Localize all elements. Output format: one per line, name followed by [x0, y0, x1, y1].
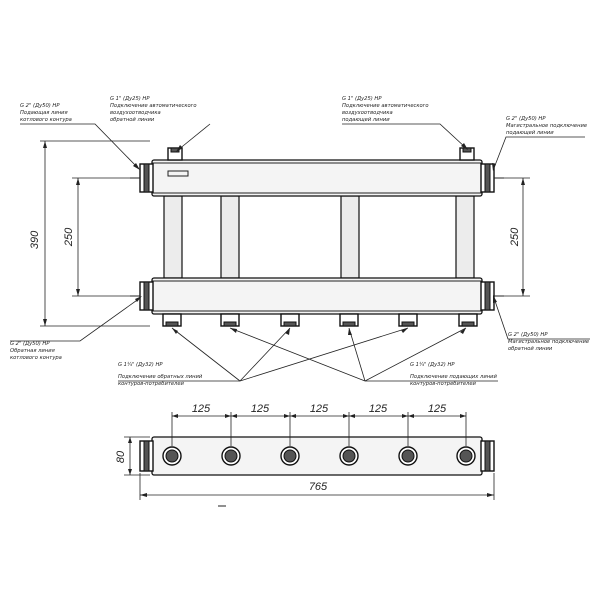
svg-text:Подключение подающих линий: Подключение подающих линий [410, 374, 497, 380]
callout-bottom-left-return: G 2" (Ду50) НР Обратная линия котлового … [10, 296, 142, 361]
lower-outlets [162, 313, 478, 327]
svg-text:контуров-потребителей: контуров-потребителей [410, 381, 477, 387]
svg-text:G 1¼" (Ду32) НР: G 1¼" (Ду32) НР [118, 362, 163, 368]
dim-depth-80: 80 [115, 450, 127, 463]
callout-bottom-right-return: G 2" (Ду50) НР Магистральное подключение… [493, 295, 590, 352]
dim-axis-250-right: 250 [509, 227, 521, 247]
callout-top-right-air: G 1" (Ду25) НР Подключение автоматическо… [342, 96, 468, 150]
dim-pitch-5: 125 [428, 403, 447, 415]
dim-pitch-1: 125 [192, 403, 211, 415]
svg-text:котлового контура: котлового контура [20, 117, 72, 123]
svg-text:Магистральное подключение: Магистральное подключение [506, 123, 587, 129]
svg-text:G 2" (Ду50) НР: G 2" (Ду50) НР [508, 332, 548, 338]
svg-text:Подключение автоматического: Подключение автоматического [110, 103, 197, 109]
front-dimensions: 390 250 250 [29, 140, 530, 327]
svg-text:G 2" (Ду50) НР: G 2" (Ду50) НР [20, 103, 60, 109]
svg-text:воздухоотводчика: воздухоотводчика [342, 110, 393, 116]
svg-text:G 2" (Ду50) НР: G 2" (Ду50) НР [506, 116, 546, 122]
dim-pitch-3: 125 [310, 403, 329, 415]
svg-text:Обратная линия: Обратная линия [10, 348, 55, 354]
dim-height-390: 390 [29, 230, 41, 249]
dim-pitch-2: 125 [251, 403, 270, 415]
svg-text:Подключение обратных линий: Подключение обратных линий [118, 374, 203, 380]
lower-header [151, 277, 483, 315]
connector-tube-4 [455, 195, 475, 279]
connector-tube-1 [163, 195, 183, 279]
callout-return-consumers: G 1¼" (Ду32) НР Подключение обратных лин… [118, 327, 409, 387]
svg-text:обратной линии: обратной линии [110, 117, 155, 123]
callout-supply-consumers: G 1¼" (Ду32) НР Подключение подающих лин… [229, 327, 498, 387]
connector-tube-2 [220, 195, 240, 279]
plan-view [139, 436, 495, 507]
svg-text:Подающая линия: Подающая линия [20, 110, 68, 116]
svg-text:обратной линии: обратной линии [508, 346, 553, 352]
plan-body [151, 436, 483, 476]
svg-text:G 1" (Ду25) НР: G 1" (Ду25) НР [342, 96, 382, 102]
brand-plate [167, 170, 189, 177]
callouts: G 2" (Ду50) НР Подающая линия котлового … [10, 96, 590, 387]
svg-text:G 2" (Ду50) НР: G 2" (Ду50) НР [10, 341, 50, 347]
svg-text:Магистральное подключение: Магистральное подключение [508, 339, 589, 345]
callout-top-left-supply: G 2" (Ду50) НР Подающая линия котлового … [20, 103, 140, 170]
svg-text:подающей линии: подающей линии [342, 117, 390, 123]
svg-text:контуров-потребителей: контуров-потребителей [118, 381, 185, 387]
svg-text:G 1¼" (Ду32) НР: G 1¼" (Ду32) НР [410, 362, 455, 368]
upper-header [151, 159, 483, 197]
svg-text:подающей линии: подающей линии [506, 130, 554, 136]
dim-length-765: 765 [309, 481, 328, 493]
dim-pitch-4: 125 [369, 403, 388, 415]
svg-text:G 1" (Ду25) НР: G 1" (Ду25) НР [110, 96, 150, 102]
callout-top-right-supply: G 2" (Ду50) НР Магистральное подключение… [492, 116, 587, 171]
dim-axis-250-left: 250 [63, 227, 75, 247]
front-view [130, 147, 504, 327]
plan-outlets [162, 446, 476, 466]
connector-tube-3 [340, 195, 360, 279]
callout-top-left-air: G 1" (Ду25) НР Подключение автоматическо… [110, 96, 211, 152]
svg-text:котлового контура: котлового контура [10, 355, 62, 361]
plan-dimensions: 125 125 125 125 125 80 765 [115, 403, 495, 500]
svg-text:Подключение автоматического: Подключение автоматического [342, 103, 429, 109]
svg-text:воздухоотводчика: воздухоотводчика [110, 110, 161, 116]
